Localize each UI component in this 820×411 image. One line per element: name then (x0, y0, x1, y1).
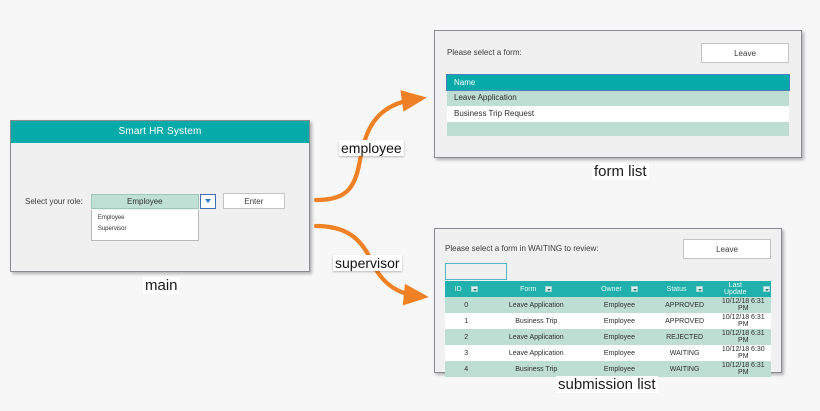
column-label: Status (666, 285, 687, 293)
caption-form-list: form list (592, 163, 649, 180)
list-item[interactable] (447, 122, 789, 136)
role-option-employee[interactable]: Employee (97, 215, 125, 221)
table-row[interactable]: 3 Leave Application Employee WAITING 10/… (445, 345, 771, 361)
leave-button[interactable]: Leave (701, 43, 789, 63)
column-label: ID (454, 285, 462, 293)
cell-id: 0 (445, 297, 488, 313)
cell-owner: Employee (585, 345, 654, 361)
form-list-prompt: Please select a form: (447, 48, 522, 57)
caption-main: main (143, 277, 180, 294)
filter-dropdown-icon[interactable] (470, 286, 478, 292)
arrow-label-supervisor: supervisor (333, 255, 402, 271)
column-header-last-update[interactable]: Last Update (715, 281, 771, 297)
list-item[interactable]: Business Trip Request (447, 106, 789, 122)
cell-form: Leave Application (487, 329, 586, 345)
submission-list-window: Please select a form in WAITING to revie… (434, 228, 782, 377)
chevron-down-icon[interactable] (199, 193, 216, 209)
cell-last-update: 10/12/18 6:31 PM (715, 313, 771, 329)
cell-id: 4 (445, 361, 488, 377)
submission-table-body: 0 Leave Application Employee APPROVED 10… (445, 297, 771, 377)
column-header-owner[interactable]: Owner (585, 281, 654, 297)
main-window: Smart HR System Select your role: Employ… (10, 120, 310, 272)
role-dropdown-list[interactable]: Employee Supervisor (90, 209, 199, 241)
cell-owner: Employee (585, 297, 654, 313)
form-list-header: Please select a form: Leave (447, 43, 789, 63)
cell-last-update: 10/12/18 6:30 PM (715, 345, 771, 361)
cell-last-update: 10/12/18 6:31 PM (715, 297, 771, 313)
filter-dropdown-icon[interactable] (695, 286, 703, 292)
cell-last-update: 10/12/18 6:31 PM (715, 361, 771, 377)
table-row[interactable]: 4 Business Trip Employee WAITING 10/12/1… (445, 361, 771, 377)
cell-status: APPROVED (653, 297, 716, 313)
filter-dropdown-icon[interactable] (630, 286, 638, 292)
cell-form: Leave Application (487, 297, 586, 313)
role-combobox-wrap: Employee Employee Supervisor (90, 193, 216, 241)
submission-list-prompt: Please select a form in WAITING to revie… (445, 244, 599, 253)
cell-owner: Employee (585, 329, 654, 345)
cell-status: APPROVED (653, 313, 716, 329)
role-option-supervisor[interactable]: Supervisor (97, 226, 127, 232)
column-label: Last Update (724, 282, 747, 296)
main-window-body: Select your role: Employee Employee Supe… (11, 143, 309, 271)
role-selection-row: Select your role: Employee Employee Supe… (25, 193, 299, 241)
form-list-column-header[interactable]: Name (446, 74, 790, 91)
caption-submission-list: submission list (556, 376, 658, 393)
table-row[interactable]: 2 Leave Application Employee REJECTED 10… (445, 329, 771, 345)
cell-id: 3 (445, 345, 488, 361)
column-header-form[interactable]: Form (487, 281, 586, 297)
role-label: Select your role: (25, 196, 83, 206)
arrow-label-employee: employee (339, 140, 404, 156)
form-list-content: Please select a form: Leave Name Leave A… (435, 31, 801, 136)
column-label: Owner (601, 285, 622, 293)
table-header-row: ID Form Owner Status Last Update (445, 281, 771, 297)
column-header-status[interactable]: Status (653, 281, 716, 297)
filter-dropdown-icon[interactable] (763, 286, 770, 292)
cell-status: WAITING (653, 345, 716, 361)
table-row[interactable]: 1 Business Trip Employee APPROVED 10/12/… (445, 313, 771, 329)
cell-status: WAITING (653, 361, 716, 377)
app-title: Smart HR System (11, 121, 309, 143)
search-input[interactable] (445, 263, 507, 280)
cell-last-update: 10/12/18 6:31 PM (715, 329, 771, 345)
table-row[interactable]: 0 Leave Application Employee APPROVED 10… (445, 297, 771, 313)
role-combobox[interactable]: Employee (90, 193, 199, 209)
column-header-id[interactable]: ID (445, 281, 488, 297)
cell-id: 2 (445, 329, 488, 345)
cell-form: Business Trip (487, 313, 586, 329)
arrow-employee (313, 90, 427, 203)
enter-button[interactable]: Enter (222, 193, 285, 209)
form-list-window: Please select a form: Leave Name Leave A… (434, 30, 802, 158)
leave-button[interactable]: Leave (683, 239, 771, 259)
cell-owner: Employee (585, 361, 654, 377)
list-item[interactable]: Leave Application (447, 90, 789, 106)
cell-id: 1 (445, 313, 488, 329)
cell-status: REJECTED (653, 329, 716, 345)
cell-form: Business Trip (487, 361, 586, 377)
submission-list-content: Please select a form in WAITING to revie… (435, 229, 781, 377)
submission-table: ID Form Owner Status Last Update (445, 281, 771, 377)
filter-dropdown-icon[interactable] (545, 286, 553, 292)
cell-form: Leave Application (487, 345, 586, 361)
form-list-table: Name Leave Application Business Trip Req… (446, 74, 790, 136)
cell-owner: Employee (585, 313, 654, 329)
column-label: Form (520, 285, 537, 293)
submission-list-header: Please select a form in WAITING to revie… (445, 239, 771, 259)
